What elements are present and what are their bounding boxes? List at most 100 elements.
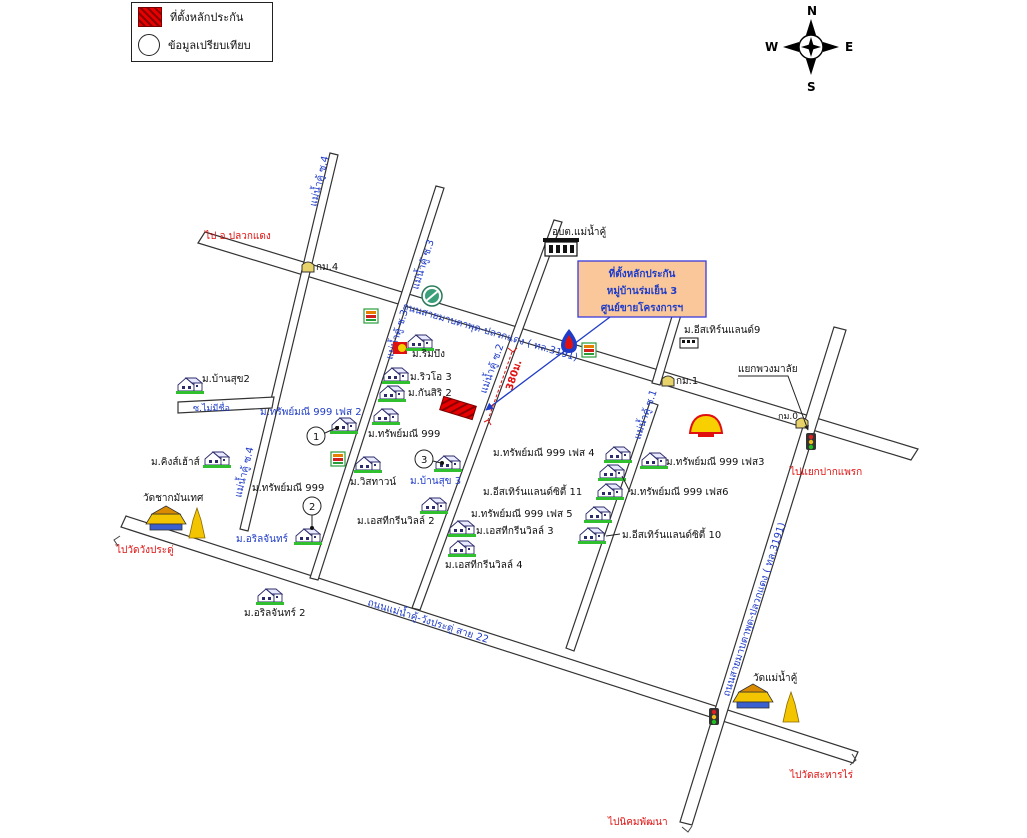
village-label: ม.บ้านสุข2 xyxy=(202,373,250,385)
village-label: ม.คิงส์เฮ้าส์ xyxy=(151,456,200,468)
house-icon xyxy=(433,455,463,473)
village-eastgreen4: ม.เอสทีกรีนวิลล์ 4 xyxy=(445,540,523,571)
temple-icon xyxy=(732,683,774,709)
house-icon xyxy=(447,540,477,558)
stupa-icon xyxy=(188,506,206,539)
house-icon xyxy=(255,588,285,606)
km4-label: กม.4 xyxy=(316,262,338,273)
main-road-lower-label: ถนนแม่น้ำคู้-วังประดู่ สาย 22 xyxy=(366,595,491,646)
property-location xyxy=(439,395,477,421)
km1-label: กม.1 xyxy=(676,376,698,387)
soi-2-road xyxy=(411,219,563,611)
compass-north-label: N xyxy=(807,4,817,18)
village-visitown: ม.วิสทาวน์ xyxy=(350,456,396,488)
soi-4-road xyxy=(239,152,339,532)
shell-gas-station-icon xyxy=(688,413,724,437)
main-road-upper xyxy=(197,231,919,461)
village-label: ม.ทรัพย์มณี 999 xyxy=(368,428,440,440)
soi-1-road xyxy=(565,401,659,652)
village-label: ม.บ้านสุข 3 xyxy=(410,475,461,487)
ptt-gas-station-icon xyxy=(561,329,577,353)
seven-eleven-icon xyxy=(330,451,346,467)
bank-logo-icon xyxy=(421,285,443,307)
to-wat-wang-pradu-label: ไปวัดวังประดู่ xyxy=(115,544,174,556)
soi-unnamed-label: ซ.ไม่มีชื่อ xyxy=(193,401,230,414)
legend-comparison-label: ข้อมูลเปรียบเทียบ xyxy=(168,39,251,52)
house-icon xyxy=(353,456,383,474)
village-rivo3: ม.ริวโอ 3 xyxy=(381,367,452,385)
house-icon xyxy=(293,528,323,546)
wat-chak-mon-landmark: วัดชากมันเทศ xyxy=(143,493,206,539)
main-road-right-label: ถนนสายมาบตาพุด-ปลวกแดง ( ทล.3191) xyxy=(721,521,788,698)
legend-property-label: ที่ตั้งหลักประกัน xyxy=(170,11,244,24)
callout-line-2: หมู่บ้านร่มเย็น 3 xyxy=(607,283,678,298)
village-sap999-phase3: ม.ทรัพย์มณี 999 เฟส3 xyxy=(639,452,764,470)
seven-eleven-icon xyxy=(363,308,379,324)
wat-mae-nam-khu-landmark: วัดแม่น้ำคู้ xyxy=(732,670,800,723)
to-wat-sa-han-rai-label: ไปวัดสะหารไร่ xyxy=(789,769,854,781)
village-eastern-city10: ม.อีสเทิร์นแลนด์ซิตี้ 10 xyxy=(577,527,721,545)
village-orawan2: ม.อริลจันทร์ 2 xyxy=(244,588,305,619)
eastern-land-9-label: ม.อีสเทิร์นแลนด์9 xyxy=(684,324,760,336)
map-legend: ที่ตั้งหลักประกัน ข้อมูลเปรียบเทียบ xyxy=(131,2,273,62)
village-label: ม.อริลจันทร์ xyxy=(236,533,289,545)
village-label: ม.อีสเทิร์นแลนด์ซิตี้ 10 xyxy=(622,527,721,541)
main-road-lower xyxy=(120,515,859,764)
property-swatch-icon xyxy=(138,7,162,27)
seven-eleven-icon xyxy=(581,342,597,358)
km4-marker: กม.4 xyxy=(301,261,338,273)
house-icon xyxy=(377,385,407,403)
village-sap999-phase2: ม.ทรัพย์มณี 999 เฟส 2 xyxy=(260,406,362,435)
property-callout: ที่ตั้งหลักประกัน หมู่บ้านร่มเย็น 3 ศูนย… xyxy=(485,260,707,411)
destination-labels: ไป อ.ปลวกแดง ไปวัดวังประดู่ ไปแยกปากแพรก… xyxy=(115,230,862,828)
house-icon xyxy=(639,452,669,470)
km-marker-icon xyxy=(661,375,675,387)
house-icon xyxy=(603,446,633,464)
village-label: ม.กันสิริ 2 xyxy=(408,388,452,399)
destination-arrows xyxy=(113,535,857,833)
legend-property: ที่ตั้งหลักประกัน xyxy=(138,6,243,28)
shop-icon xyxy=(393,342,407,354)
village-label: ม.ริวโอ 3 xyxy=(410,370,452,383)
wat-chak-mon-label: วัดชากมันเทศ xyxy=(143,493,204,504)
village-king-house: ม.คิงส์เฮ้าส์ xyxy=(151,451,232,469)
house-icon xyxy=(202,451,232,469)
to-yaek-pak-phraek-label: ไปแยกปากแพรก xyxy=(789,466,862,478)
soi-3-road xyxy=(309,185,445,581)
village-label: ม.ทรัพย์มณี 999 เฟส 5 xyxy=(471,508,573,520)
village-label: ม.ทรัพย์มณี 999 เฟส 4 xyxy=(493,447,595,459)
house-icon xyxy=(595,483,625,501)
house-icon xyxy=(175,377,205,395)
village-label: ม.เอสทีกรีนวิลล์ 3 xyxy=(476,525,554,537)
village-ban-suk3: ม.บ้านสุข 3 xyxy=(410,455,463,487)
village-orawan: ม.อริลจันทร์ xyxy=(236,528,323,546)
village-label: ม.เอสทีกรีนวิลล์ 4 xyxy=(445,559,523,571)
compass-west-label: W xyxy=(765,40,778,54)
main-road-right xyxy=(679,326,847,826)
compass-east-label: E xyxy=(845,40,853,54)
village-label: ม.ทรัพย์มณี 999 เฟส6 xyxy=(630,486,728,498)
yaek-phuang-malai-label: แยกพวงมาลัย xyxy=(738,364,798,375)
village-ban-suk2: ม.บ้านสุข2 xyxy=(175,373,250,395)
house-icon xyxy=(577,527,607,545)
comparison-circle-icon xyxy=(138,34,160,56)
village-rim-bueng: ม.ริมบึง xyxy=(405,334,445,360)
village-sap999-phase5: ม.ทรัพย์มณี 999 เฟส 5 xyxy=(471,506,613,524)
village-label: ม.ทรัพย์มณี 999 เฟส3 xyxy=(666,456,764,468)
stupa-icon xyxy=(782,690,800,723)
marker-number: 3 xyxy=(421,455,427,466)
village-kansiri2: ม.กันสิริ 2 xyxy=(377,385,452,403)
to-nikom-pattana-label: ไปนิคมพัฒนา xyxy=(607,816,668,828)
marker-number: 1 xyxy=(313,432,319,443)
village-label: ม.อริลจันทร์ 2 xyxy=(244,607,305,619)
km-marker-icon xyxy=(301,261,315,273)
village-label: ม.วิสทาวน์ xyxy=(350,476,396,488)
compass-rose: N S W E xyxy=(765,4,853,94)
village-sap999-a: ม.ทรัพย์มณี 999 xyxy=(368,408,440,440)
house-icon xyxy=(381,367,411,385)
village-eastern-city11: ม.อีสเทิร์นแลนด์ซิตี้ 11 xyxy=(483,483,625,501)
house-icon xyxy=(583,506,613,524)
comparison-markers: 1 2 3 xyxy=(302,426,444,530)
house-icon xyxy=(597,464,627,482)
